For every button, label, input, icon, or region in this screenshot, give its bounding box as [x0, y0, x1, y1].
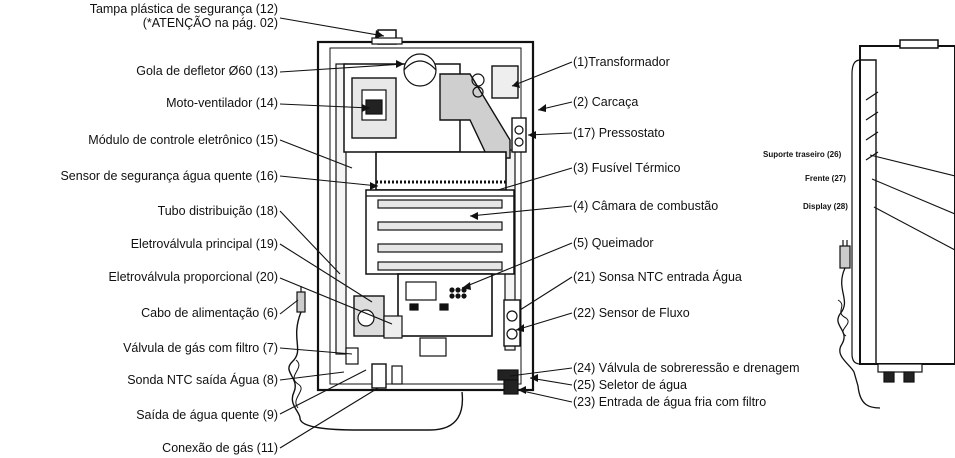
- label-pressostato: (17) Pressostato: [573, 126, 665, 140]
- side-power-plug: [839, 245, 851, 269]
- flue-collar: [403, 53, 437, 87]
- label-conexao-gas: Conexão de gás (11): [162, 441, 278, 455]
- label-suporte-traseiro: Suporte traseiro (26): [763, 150, 842, 159]
- label-display: Display (28): [803, 202, 848, 211]
- label-tampa-note: (*ATENÇÃO na pág. 02): [142, 16, 278, 30]
- label-frente: Frente (27): [805, 174, 846, 183]
- cold-water-inlet: [503, 379, 519, 395]
- label-sonda-saida: Sonda NTC saída Água (8): [127, 373, 278, 387]
- heater-front-view: [288, 29, 535, 431]
- heater-side-view: [837, 39, 955, 409]
- label-modulo-controle: Módulo de controle eletrônico (15): [88, 133, 278, 147]
- side-power-cable: [837, 267, 881, 409]
- label-tubo-distribuicao: Tubo distribuição (18): [157, 204, 278, 218]
- label-camara-combustao: (4) Câmara de combustão: [573, 199, 719, 213]
- power-cable: [288, 311, 464, 431]
- label-seletor-agua: (25) Seletor de água: [573, 378, 687, 392]
- label-entrada-agua-fria: (23) Entrada de água fria com filtro: [573, 395, 767, 409]
- side-casing: [859, 45, 955, 365]
- pressostat: [511, 117, 527, 153]
- label-gola: Gola de defletor Ø60 (13): [136, 64, 278, 78]
- label-tampa: Tampa plástica de segurança (12): [89, 2, 278, 16]
- label-moto-ventilador: Moto-ventilador (14): [166, 96, 278, 110]
- label-carcaca: (2) Carcaça: [573, 95, 639, 109]
- power-plug: [296, 291, 306, 313]
- label-queimador: (5) Queimador: [573, 236, 654, 250]
- label-eletrovalvula-principal: Eletroválvula principal (19): [130, 237, 278, 251]
- leader-lines: [279, 17, 955, 449]
- label-eletrovalvula-proporcional: Eletroválvula proporcional (20): [108, 270, 278, 284]
- label-valvula-gas: Válvula de gás com filtro (7): [123, 341, 278, 355]
- label-valvula-sobrepressao: (24) Válvula de sobreressão e drenagem: [573, 361, 800, 375]
- label-sonsa-entrada: (21) Sonsa NTC entrada Água: [573, 270, 742, 284]
- transformer: [491, 65, 519, 99]
- gas-connection: [371, 363, 387, 389]
- proportional-valve: [383, 315, 403, 339]
- label-sensor-seguranca: Sensor de segurança água quente (16): [60, 169, 278, 183]
- label-cabo-alimentacao: Cabo de alimentação (6): [141, 306, 278, 320]
- arrowheads: [362, 30, 546, 394]
- flow-sensor: [503, 299, 521, 347]
- label-sensor-fluxo: (22) Sensor de Fluxo: [573, 306, 690, 320]
- label-saida-agua-quente: Saída de água quente (9): [136, 408, 278, 422]
- heat-exchanger: [375, 151, 507, 191]
- label-fusivel-termico: (3) Fusível Térmico: [573, 161, 681, 175]
- label-transformador: (1)Transformador: [573, 55, 670, 69]
